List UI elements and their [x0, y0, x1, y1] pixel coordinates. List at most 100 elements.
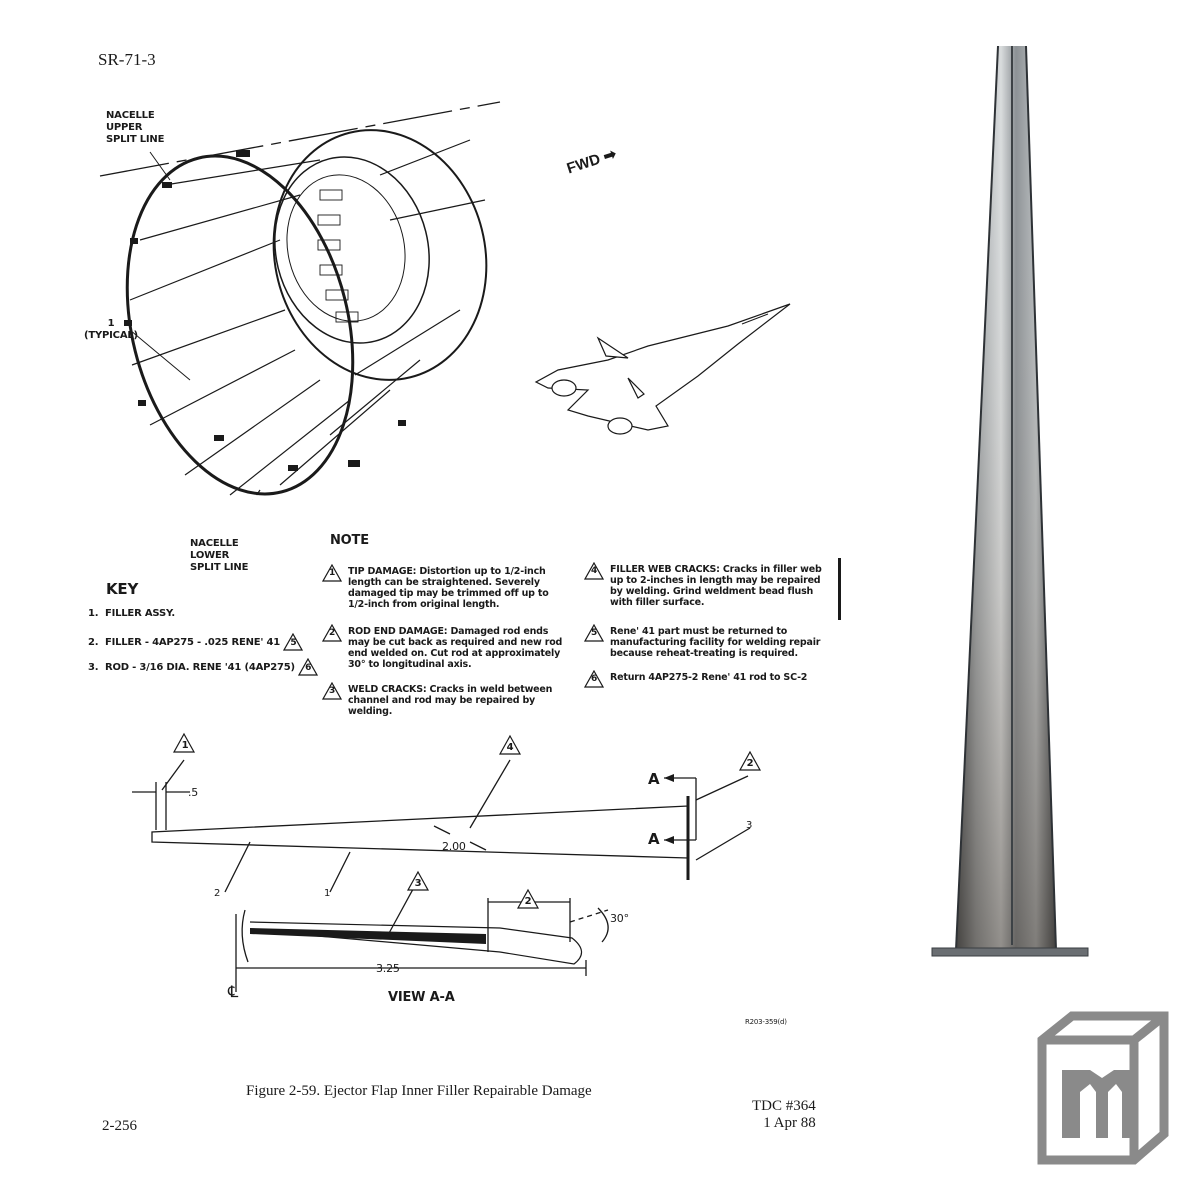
aircraft-tail-1 [596, 336, 629, 359]
note-1-text: TIP DAMAGE: Distortion up to 1/2-inch le… [348, 566, 549, 610]
key-item-2-text: FILLER - 4AP275 - .025 RENE' 41 [104, 637, 281, 648]
aircraft-body [534, 303, 791, 431]
note-item-4: 4 FILLER WEB CRACKS: Cracks in filler we… [584, 562, 822, 608]
callout-triangle-3 [406, 870, 430, 891]
nacelle-lower-line-2: LOWER [190, 550, 230, 561]
page-number: 2-256 [102, 1118, 137, 1134]
nacelle-lower-line-1: NACELLE [190, 538, 239, 549]
note-item-3: 3 WELD CRACKS: Cracks in weld between ch… [322, 682, 570, 717]
key-item-2: 2. FILLER - 4AP275 - .025 RENE' 41 5 [88, 632, 304, 651]
callout-triangle-2-top [738, 750, 762, 771]
filler-outline [151, 805, 689, 859]
key-item-2-num: 2. [88, 637, 99, 648]
note-1-triangle-icon: 1 [322, 564, 342, 582]
note-3-triangle-icon: 3 [322, 682, 342, 700]
nacelle-upper-label: NACELLE UPPER SPLIT LINE [106, 110, 164, 146]
hinge-blocks [124, 150, 406, 471]
nacelle-upper-line-3: SPLIT LINE [106, 134, 165, 145]
note-4-text: FILLER WEB CRACKS: Cracks in filler web … [610, 564, 822, 608]
key-item-1-num: 1. [88, 608, 99, 619]
note-5-num: 5 [590, 628, 598, 638]
key-item-3: 3. ROD - 3/16 DIA. RENE '41 (4AP275) 6 [88, 657, 319, 676]
weld-seam [250, 928, 486, 944]
section-mark-top: A [648, 770, 660, 788]
flap-lines [129, 139, 486, 496]
figure-reference: R203-359(d) [745, 1018, 787, 1026]
key-item-3-ref-icon: 6 [298, 657, 319, 676]
tdc-block: TDC #364 1 Apr 88 [752, 1098, 816, 1132]
nacelle-illustration [99, 101, 501, 500]
typical-line-1: 1 [107, 318, 115, 329]
forward-ring [272, 129, 488, 381]
revision-bar [838, 558, 841, 620]
note-6-text: Return 4AP275-2 Rene' 41 rod to SC-2 [610, 672, 808, 683]
note-6-triangle-icon: 6 [584, 670, 604, 688]
view-break [241, 909, 249, 963]
figure-caption: Figure 2-59. Ejector Flap Inner Filler R… [246, 1083, 592, 1099]
key-item-3-text: ROD - 3/16 DIA. RENE '41 (4AP275) [104, 662, 295, 673]
callout-4-num: 4 [506, 742, 514, 753]
note-2-text: ROD END DAMAGE: Damaged rod ends may be … [348, 626, 563, 670]
filler-base-flange [931, 947, 1089, 957]
note-item-2: 2 ROD END DAMAGE: Damaged rod ends may b… [322, 624, 570, 670]
rod-outline [249, 921, 583, 965]
part-ref-2: 2 [214, 888, 221, 899]
crack-dimension: 2.00 [442, 840, 466, 853]
aircraft-nacelle-right [607, 417, 633, 435]
fwd-arrow-icon: ➡ [601, 145, 619, 166]
note-5-triangle-icon: 5 [584, 624, 604, 642]
document-id: SR-71-3 [98, 50, 156, 69]
key-title: KEY [106, 580, 139, 598]
note-3-num: 3 [328, 686, 336, 696]
aircraft-illustration [534, 303, 791, 435]
engine-detail [317, 189, 359, 323]
typical-line-2: (TYPICAL) [84, 330, 138, 341]
logo-m [1062, 1070, 1134, 1138]
nacelle-lower-label: NACELLE LOWER SPLIT LINE [190, 538, 248, 574]
typical-label: 1 (TYPICAL) [84, 318, 138, 342]
note-2-triangle-icon: 2 [322, 624, 342, 642]
callout-3-num: 3 [414, 878, 422, 889]
callout-2-num: 2 [746, 758, 754, 769]
aircraft-tail-2 [627, 377, 645, 399]
callout-2-view-num: 2 [524, 896, 532, 907]
callout-triangle-1 [172, 732, 196, 753]
note-2-num: 2 [328, 628, 336, 638]
aft-ring [125, 154, 355, 496]
note-title: NOTE [330, 533, 369, 548]
brand-logo-icon [1037, 1011, 1169, 1165]
note-item-5: 5 Rene' 41 part must be returned to manu… [584, 624, 822, 659]
aircraft-nacelle-left [551, 379, 577, 397]
note-item-1: 1 TIP DAMAGE: Distortion up to 1/2-inch … [322, 564, 570, 610]
note-4-triangle-icon: 4 [584, 562, 604, 580]
callout-triangle-2-view [516, 888, 540, 909]
fwd-text: FWD [564, 150, 603, 178]
note-1-num: 1 [328, 568, 336, 578]
note-3-text: WELD CRACKS: Cracks in weld between chan… [348, 684, 553, 717]
part-ref-1: 1 [324, 888, 331, 899]
filler-photo [931, 45, 1089, 957]
part-ref-3: 3 [746, 820, 753, 831]
section-mark-bottom: A [648, 830, 660, 848]
length-dimension: 3.25 [376, 962, 400, 975]
key-item-1: 1. FILLER ASSY. [88, 608, 175, 619]
tdc-number: TDC #364 [752, 1098, 816, 1114]
nacelle-upper-line-2: UPPER [106, 122, 143, 133]
upper-split-line [99, 101, 501, 177]
fwd-label: FWD ➡ [564, 145, 619, 178]
key-item-3-num: 3. [88, 662, 99, 673]
callout-1-num: 1 [181, 740, 189, 751]
note-6-num: 6 [590, 674, 598, 684]
angle-dimension: 30° [610, 912, 629, 925]
key-item-2-ref: 5 [290, 638, 297, 648]
nacelle-lower-line-3: SPLIT LINE [190, 562, 249, 573]
filler-diagram [132, 732, 762, 992]
tdc-date: 1 Apr 88 [763, 1115, 816, 1131]
inner-ring [274, 156, 430, 344]
key-item-3-ref: 6 [305, 663, 312, 673]
note-4-num: 4 [590, 566, 598, 576]
key-item-2-ref-icon: 5 [283, 632, 304, 651]
callout-triangle-4 [498, 734, 522, 755]
tip-dimension: .5 [188, 786, 199, 799]
inner-bore [286, 174, 406, 322]
